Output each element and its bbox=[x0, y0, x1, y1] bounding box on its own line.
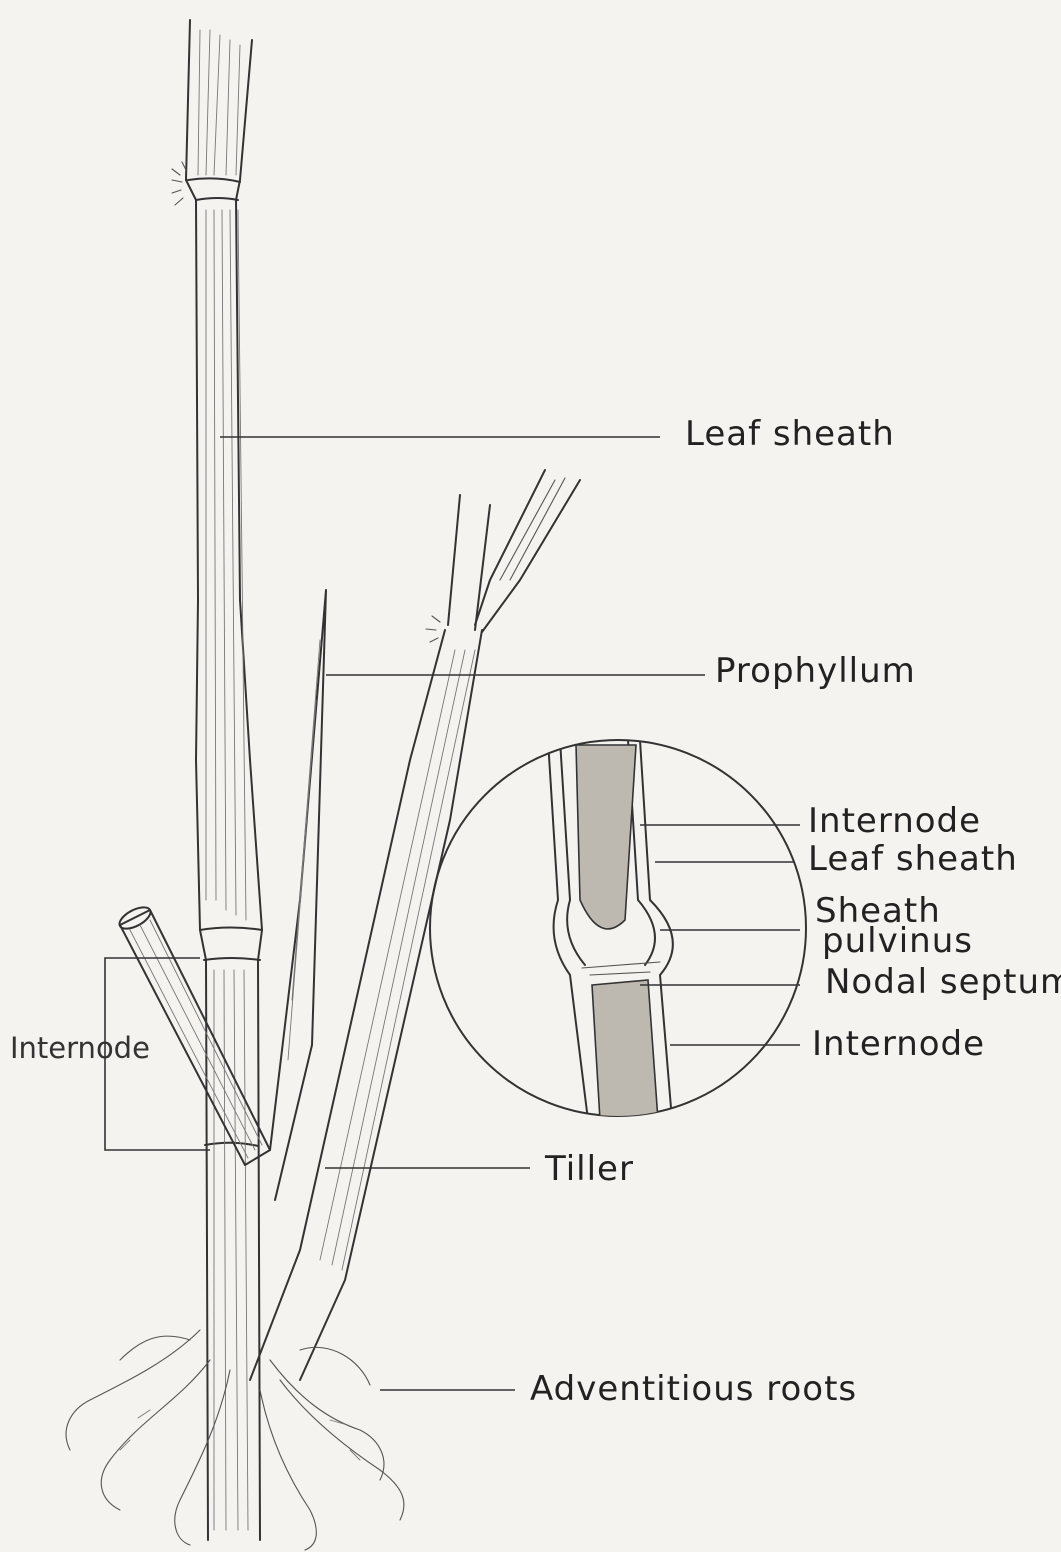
label-tiller: Tiller bbox=[544, 1149, 634, 1189]
label-adventitious-roots: Adventitious roots bbox=[530, 1369, 857, 1409]
labels: Leaf sheath Prophyllum Internode Tiller … bbox=[10, 414, 1061, 1409]
label-internode-left: Internode bbox=[10, 1031, 150, 1065]
inset-label-nodal-septum: Nodal septum bbox=[825, 962, 1061, 1002]
tiller-drawing bbox=[250, 470, 580, 1380]
label-leaf-sheath: Leaf sheath bbox=[685, 414, 895, 454]
inset-label-internode-top: Internode bbox=[808, 801, 981, 841]
inset-label-leaf-sheath: Leaf sheath bbox=[808, 839, 1018, 879]
inset-label-pulvinus: pulvinus bbox=[822, 921, 973, 961]
inset-label-internode-bottom: Internode bbox=[812, 1024, 985, 1064]
roots-drawing bbox=[66, 1330, 404, 1550]
prophyllum-drawing bbox=[270, 590, 326, 1200]
label-prophyllum: Prophyllum bbox=[715, 651, 916, 691]
main-culm bbox=[172, 20, 262, 1540]
